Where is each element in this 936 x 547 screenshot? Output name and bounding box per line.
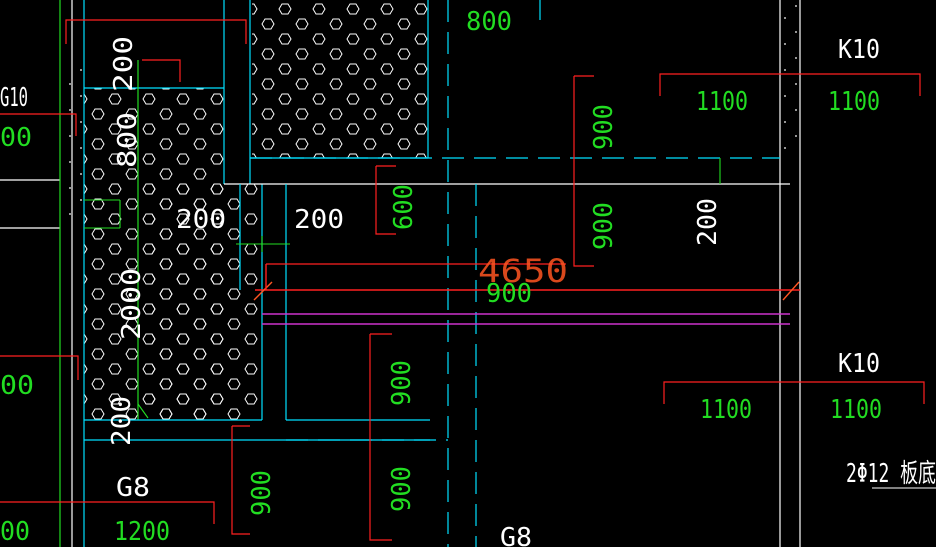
bracket	[369, 334, 392, 541]
arrow-line	[137, 403, 149, 419]
label-v-900-low3: 900	[247, 470, 277, 516]
label-left-00-top: 00	[0, 123, 32, 153]
hatch-regions	[60, 0, 800, 420]
label-k10-bottom-1100a: 1100	[700, 395, 752, 425]
label-v-800: 800	[113, 112, 143, 168]
label-rebar-note: 2Φ12 板底	[846, 459, 936, 489]
label-h-200-left: 200	[176, 205, 226, 235]
label-h-200-right: 200	[294, 205, 344, 235]
label-v-900-low1: 900	[387, 360, 417, 406]
label-v-900-mid: 900	[589, 202, 619, 250]
label-k10-top-1100b: 1100	[828, 87, 880, 117]
label-k10-top-1100a: 1100	[696, 87, 748, 117]
tick	[253, 281, 273, 301]
label-v-900-low2: 900	[387, 466, 417, 512]
tick	[782, 281, 800, 301]
bracket	[231, 426, 250, 535]
label-g10: G10	[0, 83, 28, 113]
dots-left-strip	[60, 60, 82, 220]
label-k10-bottom: K10	[838, 349, 880, 379]
bracket	[659, 73, 921, 96]
bracket	[142, 59, 181, 82]
bracket	[65, 19, 247, 44]
label-span-900: 900	[486, 279, 532, 309]
label-v-200-bottom: 200	[107, 396, 137, 446]
bracket	[0, 501, 215, 524]
label-v-600: 600	[389, 184, 419, 230]
dim-arrows	[84, 158, 721, 419]
hatch-wall-top	[252, 0, 428, 158]
label-dim-1200: 1200	[114, 517, 170, 547]
bracket	[375, 166, 396, 235]
label-v-200-top: 200	[109, 36, 139, 92]
label-v-2000: 2000	[117, 268, 147, 340]
label-left-00-mid: 00	[0, 371, 34, 401]
beam-lines	[253, 264, 800, 325]
label-v-900-top: 900	[589, 104, 619, 150]
dashed-lines	[250, 0, 780, 547]
bracket	[663, 381, 925, 404]
annotations: 800 G10 00 200 800 200 200 600 900 900 2…	[0, 7, 936, 547]
label-span-4650: 4650	[478, 252, 568, 290]
label-k10-bottom-1100b: 1100	[830, 395, 882, 425]
bracket	[573, 76, 594, 267]
dots-right-strip	[780, 0, 800, 160]
label-top-800: 800	[466, 7, 512, 37]
dimension-brackets	[0, 19, 925, 541]
label-g8-bottom: G8	[500, 523, 532, 547]
label-k10-top: K10	[838, 35, 880, 65]
bracket	[0, 113, 77, 136]
hatch-column-lower	[148, 184, 262, 420]
label-g8-left: G8	[116, 473, 150, 503]
bracket	[0, 355, 79, 380]
label-v-200-right: 200	[693, 198, 723, 246]
wall-outlines	[0, 0, 801, 547]
label-left-00-bottom: 00	[0, 517, 30, 547]
